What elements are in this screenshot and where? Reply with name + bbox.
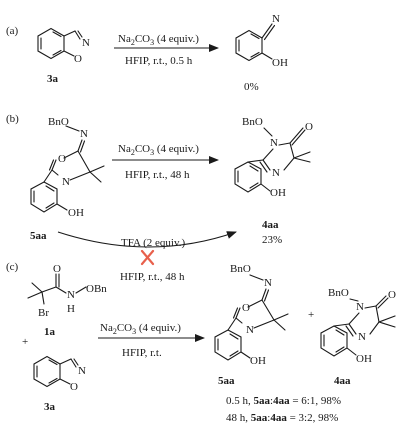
bromine-1a: Br — [38, 307, 49, 319]
conditions-c: HFIP, r.t. — [122, 347, 162, 359]
carbonyl-o-1a: O — [53, 263, 61, 275]
tfa-conditions: HFIP, r.t., 48 h — [120, 271, 185, 283]
amide-h-1a: H — [67, 303, 75, 315]
benzyloxy-4aa: BnO — [242, 116, 263, 128]
yield-a: 0% — [244, 81, 259, 93]
imidazolone-n-4aa: N — [270, 137, 278, 149]
plus-sign-c: + — [22, 336, 28, 348]
imidazolone-4aa-structure — [234, 127, 311, 193]
hydroxyl-5aa: OH — [68, 207, 84, 219]
result-line-1: 0.5 h, 5aa:4aa = 6:1, 98% — [226, 395, 341, 407]
imidazolone-p2-structure — [320, 295, 396, 357]
ring-n-p1: N — [246, 324, 254, 336]
yield-b: 23% — [262, 234, 282, 246]
panel-label-b: (b) — [6, 113, 19, 125]
compound-label-5aa-c: 5aa — [218, 375, 235, 387]
nitrile-n: N — [272, 13, 280, 25]
hydroxyl-a: OH — [272, 57, 288, 69]
tfa-reagent: TFA (2 equiv.) — [121, 237, 185, 249]
reagent-a: Na2CO3 (4 equiv.) — [118, 33, 199, 47]
imidazolone-n-p2: N — [356, 301, 364, 313]
benzyloxy-p2: BnO — [328, 287, 349, 299]
oxazoline-p1-structure — [214, 274, 289, 361]
benzyloxy-1a: OBn — [86, 283, 107, 295]
oxazoline-5aa-structure — [30, 125, 105, 213]
benzisoxazole-3a-structure — [37, 27, 83, 60]
amide-n-1a: N — [67, 289, 75, 301]
hydroxyl-p2: OH — [356, 353, 372, 365]
benzyloxy-5aa: BnO — [48, 116, 69, 128]
compound-label-4aa-c: 4aa — [334, 375, 351, 387]
plus-sign-products: + — [308, 309, 314, 321]
compound-label-3a: 3a — [47, 73, 59, 85]
tfa-arrow — [57, 231, 237, 248]
ring-o-5aa: O — [58, 153, 66, 165]
hydroxyl-p1: OH — [250, 355, 266, 367]
hydroxybenzonitrile-structure — [235, 23, 276, 62]
conditions-a: HFIP, r.t., 0.5 h — [125, 55, 193, 67]
carbonyl-o-4aa: O — [305, 121, 313, 133]
conditions-b: HFIP, r.t., 48 h — [125, 169, 190, 181]
reagent-c: Na2CO3 (4 equiv.) — [100, 322, 181, 336]
atom-n-c: N — [78, 365, 86, 377]
panel-label-c: (c) — [6, 261, 19, 273]
oxime-n-p1: N — [264, 277, 272, 289]
result-line-2: 48 h, 5aa:4aa = 3:2, 98% — [226, 412, 338, 424]
compound-label-1a: 1a — [44, 326, 56, 338]
atom-o: O — [74, 53, 82, 65]
compound-label-4aa: 4aa — [262, 219, 279, 231]
carbonyl-o-p2: O — [388, 289, 396, 301]
ring-o-p1: O — [242, 302, 250, 314]
ring-n-p2: N — [358, 331, 366, 343]
atom-o-c: O — [70, 381, 78, 393]
reagent-b: Na2CO3 (4 equiv.) — [118, 143, 199, 157]
oxime-n-5aa: N — [80, 128, 88, 140]
ring-n-5aa: N — [62, 176, 70, 188]
ring-n-4aa: N — [272, 167, 280, 179]
compound-label-5aa: 5aa — [30, 230, 47, 242]
benzyloxy-p1: BnO — [230, 263, 251, 275]
atom-n: N — [82, 37, 90, 49]
panel-label-a: (a) — [6, 25, 19, 37]
benzisoxazole-3a-c-structure — [33, 355, 79, 388]
compound-label-3a-c: 3a — [44, 401, 56, 413]
hydroxyl-4aa: OH — [270, 187, 286, 199]
cross-mark — [140, 249, 155, 266]
bromoamide-1a-structure — [27, 273, 87, 305]
